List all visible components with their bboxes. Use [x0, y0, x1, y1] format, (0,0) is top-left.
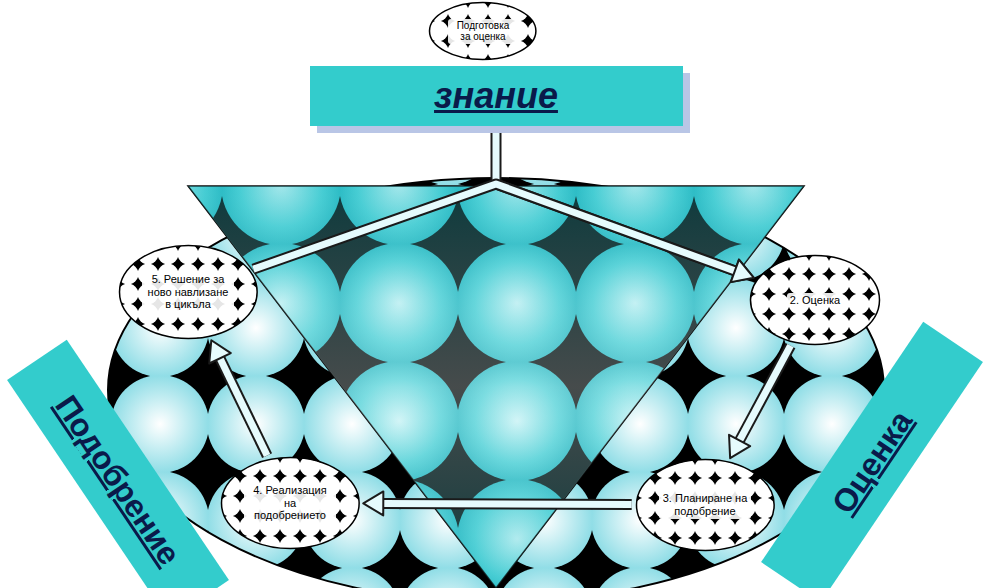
step-circle: 3. Планиране на подобрение [635, 458, 776, 552]
outer-ellipse [108, 178, 884, 588]
text-holder: 3. Планиране на подобрение [659, 491, 751, 518]
circle-shape [751, 256, 880, 345]
text-holder: Подобрение [48, 388, 188, 571]
text-holder: 5. Решение за ново навлизане в цикъла [142, 272, 234, 312]
arrow-outline [220, 358, 267, 455]
arrow-head [731, 260, 754, 283]
circle-shape [119, 246, 257, 339]
node-label: 5. Решение за ново навлизане в цикъла [142, 272, 234, 312]
node-label: Подобрение [48, 388, 188, 571]
arrow-outline [253, 184, 735, 271]
node-label: Подготовка за оценка [448, 19, 518, 44]
arrow-outline [383, 503, 631, 504]
circle-shape [221, 458, 359, 549]
side-band: Оценка [761, 322, 983, 588]
arrow-head [363, 491, 383, 515]
step-circle: 2. Оценка [749, 254, 881, 346]
step-circle: 4. Реализация на подобрението [220, 456, 361, 550]
arrow-outline [740, 346, 791, 441]
text-holder: 4. Реализация на подобрението [244, 483, 336, 523]
arrow-body [253, 184, 735, 271]
knowledge-banner: знание [310, 66, 683, 126]
node-label: знание [434, 75, 558, 117]
node-label: 4. Реализация на подобрението [244, 483, 336, 523]
flow-arrow [363, 491, 631, 515]
arrow-body [740, 346, 791, 441]
flow-arrow [209, 340, 267, 455]
triangle-shade [188, 186, 804, 588]
arrow-head [731, 260, 754, 283]
arrow-head [209, 340, 231, 363]
node-label: 2. Оценка [787, 293, 843, 308]
arrow-head [729, 435, 750, 458]
flow-arrow [729, 346, 790, 458]
step-circle: 5. Решение за ново навлизане в цикъла [118, 244, 259, 340]
side-band: Подобрение [7, 340, 229, 588]
node-label: 3. Планиране на подобрение [659, 491, 751, 518]
inner-triangle [188, 186, 804, 588]
arrow-body [220, 358, 267, 455]
circle-shape [636, 460, 774, 551]
text-holder: знание [434, 75, 558, 117]
arrow-body [383, 503, 631, 504]
flow-arrow [253, 184, 753, 282]
start-circle: Подготовка за оценка [428, 1, 537, 61]
text-holder: Оценка [824, 404, 919, 520]
circle-shape [430, 3, 536, 60]
text-holder: 2. Оценка [787, 293, 843, 308]
node-label: Оценка [824, 404, 919, 520]
text-holder: Подготовка за оценка [448, 19, 518, 44]
